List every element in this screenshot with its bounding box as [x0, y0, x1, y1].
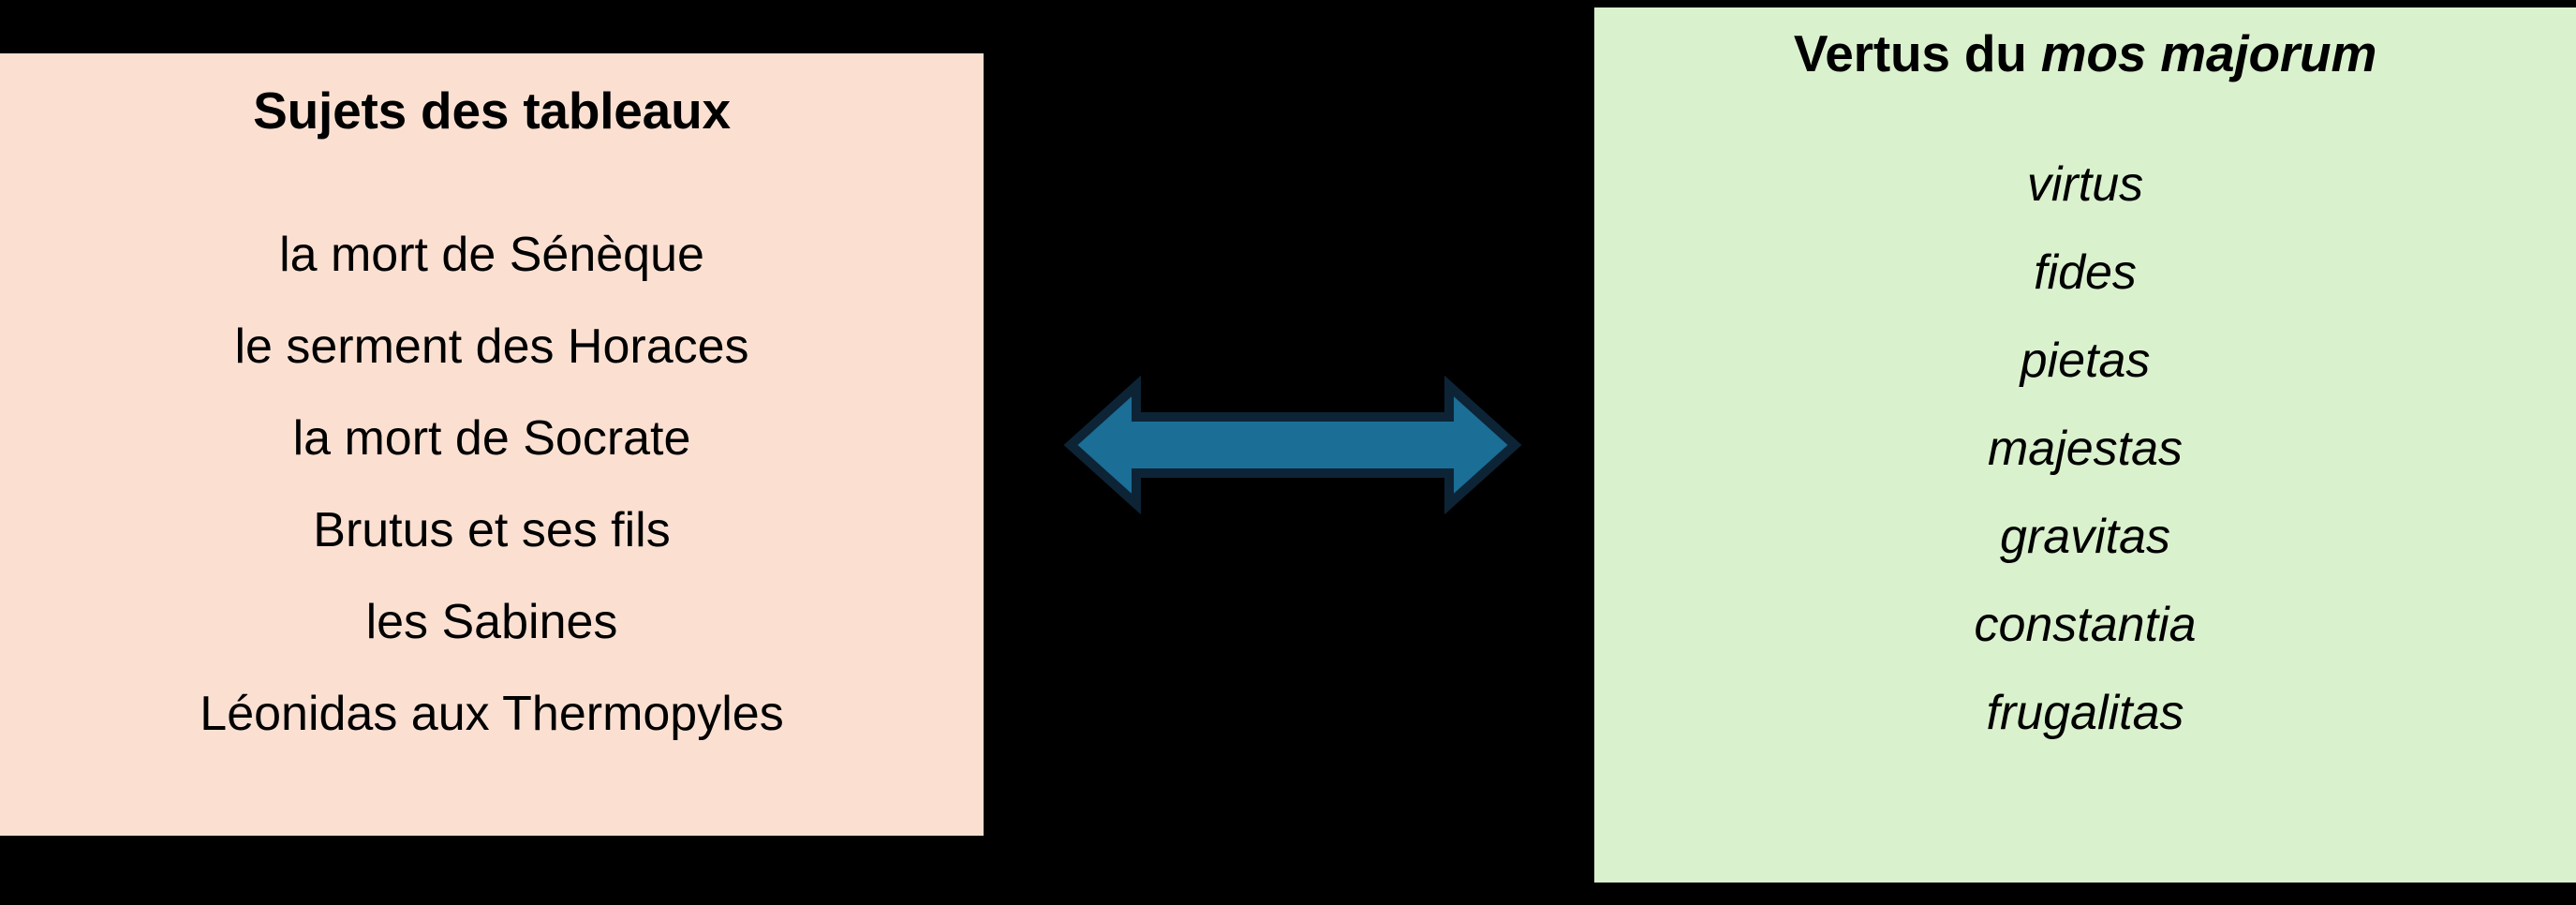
- list-item: pietas: [2020, 334, 2151, 388]
- list-item: fides: [2034, 245, 2137, 300]
- list-item: les Sabines: [365, 595, 618, 649]
- list-item: la mort de Socrate: [292, 411, 691, 466]
- list-item: gravitas: [1999, 510, 2171, 564]
- subjects-panel: Sujets des tableaux la mort de Sénèque l…: [0, 53, 984, 836]
- virtues-panel: Vertus du mos majorum virtus fides pieta…: [1594, 7, 2576, 883]
- list-item: constantia: [1974, 598, 2197, 652]
- virtues-title-prefix: Vertus du: [1793, 24, 2041, 82]
- list-item: frugalitas: [1986, 686, 2184, 740]
- virtues-list: virtus fides pietas majestas gravitas co…: [1594, 141, 2576, 757]
- list-item: Léonidas aux Thermopyles: [200, 687, 784, 741]
- virtues-title-latin: mos majorum: [2040, 24, 2377, 82]
- arrow-shape: [1063, 375, 1522, 515]
- subjects-panel-title: Sujets des tableaux: [253, 82, 731, 140]
- double-headed-arrow-svg: [1063, 375, 1522, 515]
- double-headed-arrow-icon: [1063, 373, 1522, 518]
- subjects-list: la mort de Sénèque le serment des Horace…: [0, 209, 984, 760]
- list-item: majestas: [1987, 422, 2184, 476]
- list-item: virtus: [2026, 157, 2144, 212]
- list-item: Brutus et ses fils: [313, 503, 671, 557]
- list-item: le serment des Horaces: [234, 319, 749, 374]
- list-item: la mort de Sénèque: [279, 228, 704, 282]
- virtues-panel-title: Vertus du mos majorum: [1594, 22, 2576, 84]
